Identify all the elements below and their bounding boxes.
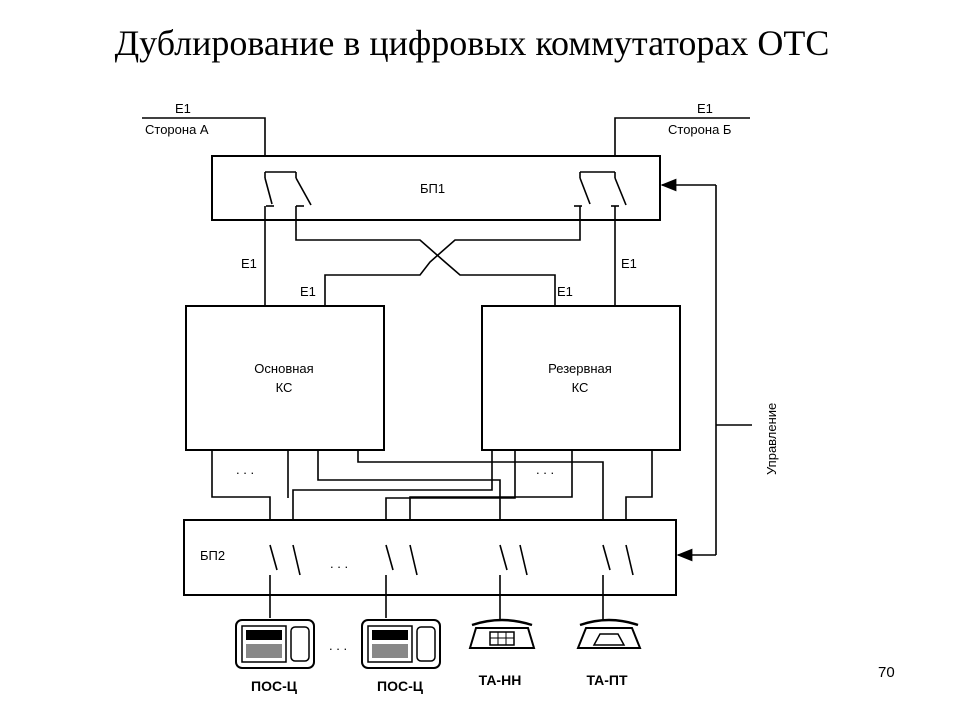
bp2-label: БП2 <box>200 548 225 563</box>
page-number: 70 <box>878 664 895 681</box>
side-b-label: Сторона Б <box>668 122 731 137</box>
control-line <box>660 178 752 562</box>
link-cross-b <box>324 206 581 306</box>
side-a-e1-label: E1 <box>175 101 191 116</box>
terminal-label-1: ПОС-Ц <box>251 678 298 694</box>
side-b-e1-label: E1 <box>697 101 713 116</box>
push-button-phone-icon <box>468 618 536 649</box>
console-terminal-icon <box>235 619 315 669</box>
bp1-block <box>211 155 661 221</box>
control-label: Управление <box>764 403 779 475</box>
reserve-switch-label-2: КС <box>572 380 589 395</box>
console-terminal-icon <box>361 619 441 669</box>
slide-title: Дублирование в цифровых коммутаторах ОТС <box>114 23 830 63</box>
side-a-label: Сторона А <box>145 122 209 137</box>
rotary-phone-icon <box>576 618 642 649</box>
bp1-left-switches <box>264 171 312 207</box>
main-switch-label-1: Основная <box>254 361 313 376</box>
ellipsis-bp2: . . . <box>330 556 348 571</box>
switch-to-bp2-links <box>211 450 653 545</box>
ellipsis-reserve: . . . <box>536 462 554 477</box>
side-b-line <box>614 117 750 172</box>
bp2-switches <box>269 544 634 620</box>
side-a-line <box>142 117 266 172</box>
e1-label-2: E1 <box>300 284 316 299</box>
terminal-label-2: ПОС-Ц <box>377 678 424 694</box>
reserve-switch-block <box>481 305 681 451</box>
bp2-block <box>183 519 677 596</box>
bp1-label: БП1 <box>420 181 445 196</box>
e1-label-3: E1 <box>557 284 573 299</box>
main-switch-label-2: КС <box>276 380 293 395</box>
main-switch-block <box>185 305 385 451</box>
terminal-label-3: ТА-НН <box>479 672 522 688</box>
e1-label-4: E1 <box>621 256 637 271</box>
link-cross-a <box>295 206 556 306</box>
reserve-switch-label-1: Резервная <box>548 361 612 376</box>
terminal-label-4: ТА-ПТ <box>586 672 628 688</box>
ellipsis-terminals: . . . <box>329 638 347 653</box>
ellipsis-main: . . . <box>236 462 254 477</box>
e1-label-1: E1 <box>241 256 257 271</box>
